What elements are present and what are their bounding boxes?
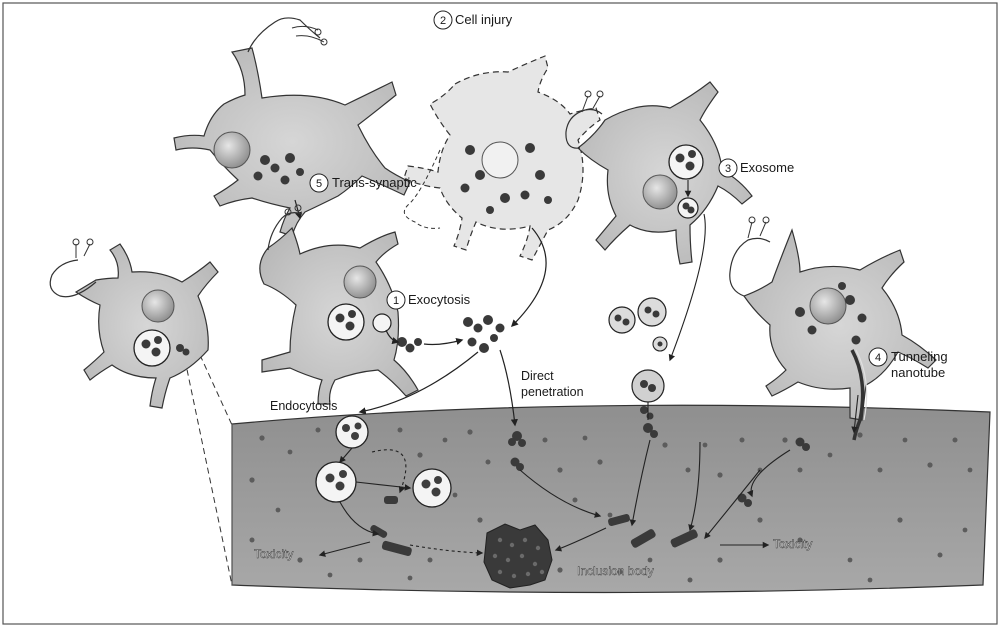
nanotube-label: nanotube: [891, 365, 945, 380]
exosome-number: 3: [725, 163, 731, 175]
exosome-label: Exosome: [740, 160, 794, 175]
extracellular-aggregates: [397, 315, 505, 353]
toxicity-left-label: Toxicity: [254, 547, 293, 561]
trans-synaptic-label: Trans-synaptic: [332, 175, 417, 190]
inclusion-body: [484, 524, 552, 588]
label-trans-synaptic: 5 Trans-synaptic: [310, 174, 417, 192]
penetration-label: penetration: [521, 385, 584, 399]
cell-injury-number: 2: [440, 15, 446, 27]
tunneling-number: 4: [875, 352, 881, 364]
inclusion-body-label: Inclusion body: [577, 564, 654, 578]
label-exosome: 3 Exosome: [719, 159, 794, 177]
neuron-left: [50, 239, 218, 408]
exosome-vesicles: [609, 298, 667, 420]
cell-injury-label: Cell injury: [455, 12, 513, 27]
direct-label: Direct: [521, 369, 554, 383]
neuron-cell-injury: [404, 56, 600, 326]
toxicity-right-label: Toxicity: [773, 537, 812, 551]
label-exocytosis: 1 Exocytosis: [387, 291, 471, 309]
label-cell-injury: 2 Cell injury: [434, 11, 513, 29]
endocytosis-label: Endocytosis: [270, 399, 337, 413]
neuron-top-trans-synaptic: [174, 18, 410, 236]
exocytosis-number: 1: [393, 295, 399, 307]
exocytosis-label: Exocytosis: [408, 292, 471, 307]
trans-synaptic-number: 5: [316, 178, 322, 190]
tunneling-label: Tunneling: [891, 349, 948, 364]
tissue-slab: [185, 355, 990, 593]
